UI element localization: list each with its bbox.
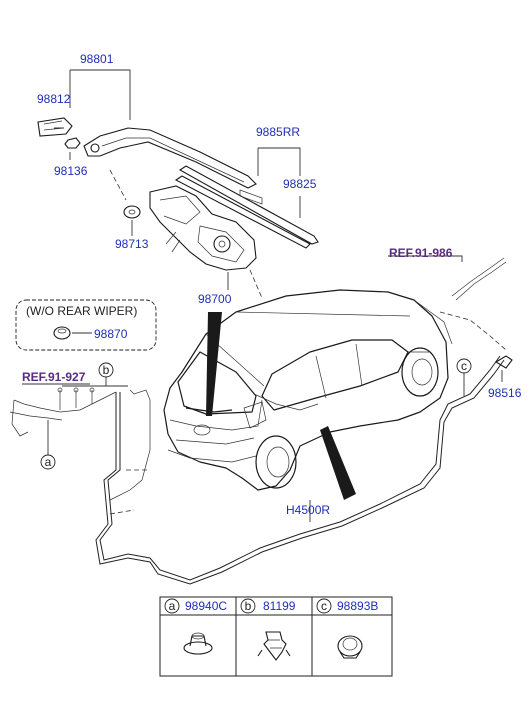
motor-body (149, 185, 257, 271)
clip-98940C-icon (183, 632, 213, 655)
hose-main (99, 355, 501, 581)
wiper-blade (178, 165, 319, 245)
ref-91-986[interactable]: REF.91-986 (389, 246, 453, 260)
callout-circle-a (40, 454, 56, 470)
wo-rear-wiper-label: (W/O REAR WIPER) (26, 304, 137, 318)
table-letter-b: b (245, 599, 252, 613)
wiper-arm-assembly (37, 69, 319, 249)
wiper-motor (123, 185, 263, 299)
callout-a-text: a (45, 455, 52, 469)
label-98136: 98136 (54, 164, 88, 178)
label-98825: 98825 (283, 177, 317, 191)
wiper-arm (83, 127, 257, 189)
table-letter-a: a (169, 599, 176, 613)
pointer-motor-to-car (206, 312, 222, 416)
wiper-arm-cap (37, 117, 73, 137)
ref-91-927[interactable]: REF.91-927 (22, 370, 86, 384)
motor-grommet (123, 205, 141, 219)
label-98870: 98870 (94, 327, 128, 341)
table-part-98893B: 98893B (337, 599, 378, 613)
car-outline (163, 289, 449, 491)
parts-table: a 98940C b 81199 c 98893B (159, 596, 393, 677)
washer-nozzle (494, 355, 513, 369)
label-9885RR: 9885RR (256, 125, 300, 139)
table-letter-circle-a (164, 598, 180, 614)
callout-b-text: b (103, 363, 110, 377)
washer-hose (9, 255, 513, 585)
plug-cap (53, 326, 71, 340)
label-98801: 98801 (80, 52, 114, 66)
label-98700: 98700 (198, 292, 232, 306)
callout-c-text: c (461, 359, 467, 373)
callout-circle-b (98, 362, 114, 378)
table-letter-circle-b (240, 598, 256, 614)
label-98516: 98516 (488, 386, 522, 400)
table-part-81199: 81199 (263, 599, 296, 613)
clip-81199-icon (257, 631, 291, 661)
wo-rear-wiper-box (15, 299, 157, 351)
pointer-hose-to-car (320, 426, 356, 500)
rear-wheel (255, 435, 297, 489)
wiper-nut (64, 137, 81, 149)
label-98812: 98812 (37, 92, 71, 106)
grommet-98893B-icon (337, 635, 363, 659)
callout-circle-c (456, 358, 472, 374)
label-H4500R: H4500R (286, 503, 330, 517)
table-letter-circle-c (316, 598, 332, 614)
label-98713: 98713 (115, 237, 149, 251)
table-part-98940C: 98940C (185, 599, 227, 613)
rear-window (177, 351, 257, 415)
front-wheel (401, 347, 439, 397)
table-letter-c: c (321, 599, 327, 613)
